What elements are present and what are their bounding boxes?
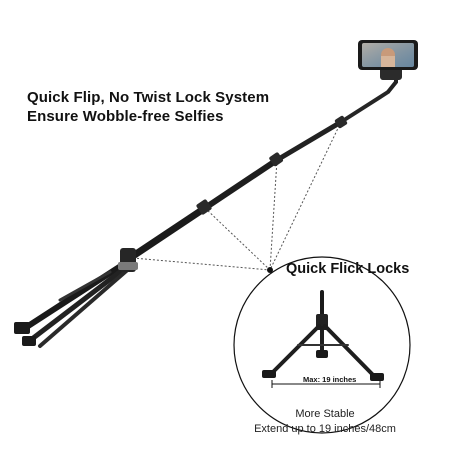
headline: Quick Flip, No Twist Lock System Ensure …: [27, 88, 269, 126]
headline-line-2: Ensure Wobble-free Selfies: [27, 108, 224, 125]
extension-pole: [126, 90, 390, 262]
caption-line-1: More Stable: [295, 408, 355, 420]
folded-tripod-legs: [14, 248, 138, 348]
quick-flick-locks-label: Quick Flick Locks: [286, 261, 410, 277]
headline-line-1: Quick Flip, No Twist Lock System: [27, 89, 270, 106]
caption-line-2: Extend up to 19 inches/48cm: [254, 423, 396, 435]
lock-callout-lines: [132, 121, 342, 271]
width-measure-line: [271, 380, 381, 388]
callout-dot: [267, 267, 273, 273]
stability-caption: More Stable Extend up to 19 inches/48cm: [0, 407, 450, 437]
phone-holder-icon: [358, 40, 418, 94]
tripod-icon: [262, 290, 384, 381]
max-width-label: Max: 19 inches: [303, 375, 357, 384]
quick-flick-locks: [196, 115, 348, 215]
